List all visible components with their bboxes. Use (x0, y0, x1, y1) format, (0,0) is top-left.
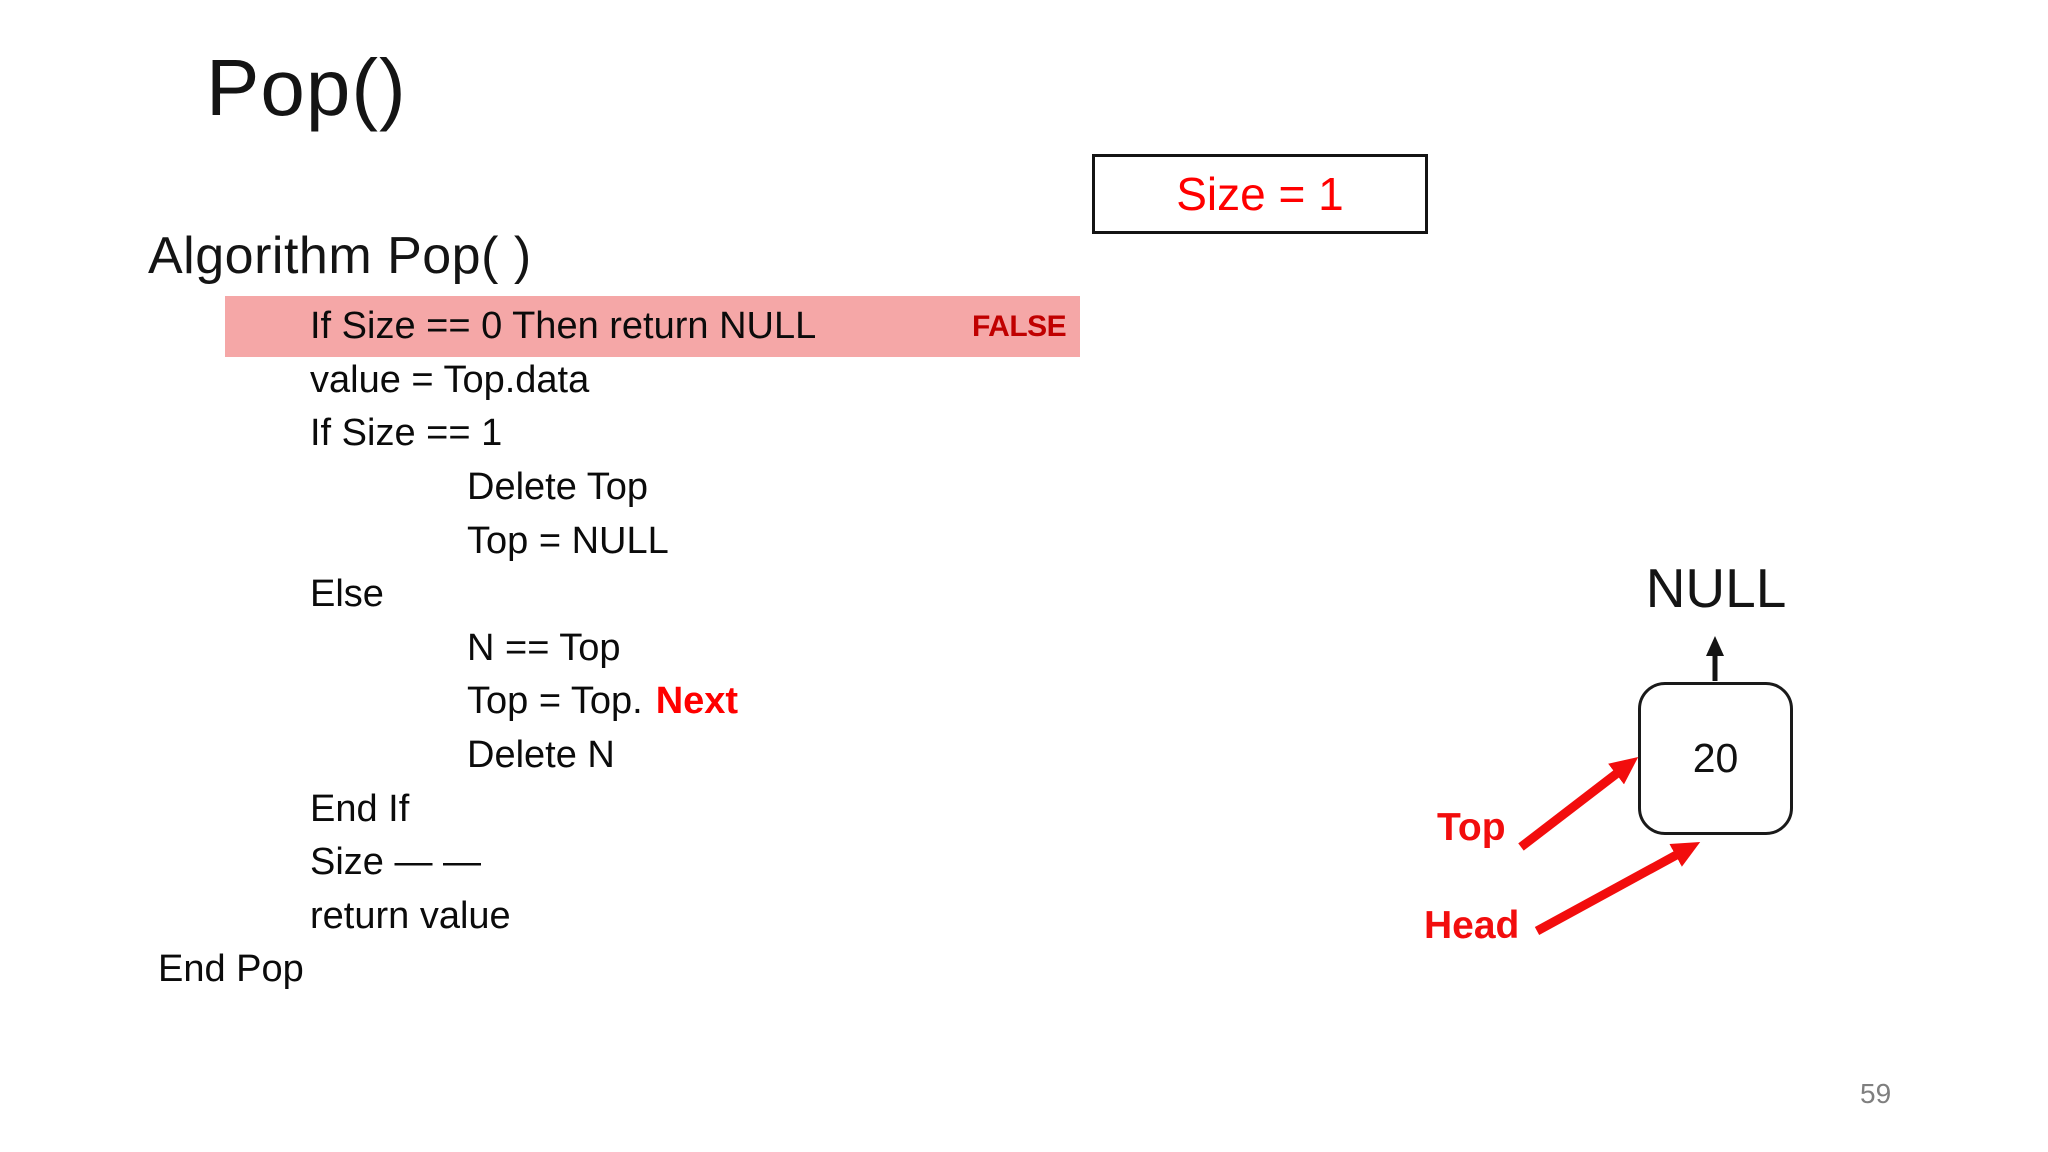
algo-line: If Size == 1 (150, 407, 1170, 461)
stack-node-value: 20 (1692, 735, 1739, 781)
algo-line: N == Top (150, 622, 1170, 676)
algo-line: value = Top.data (150, 354, 1170, 408)
page-number: 59 (1860, 1078, 1892, 1109)
algo-line: End If (150, 782, 1170, 836)
algo-line: If Size == 0 Then return NULL FALSE (150, 296, 1170, 357)
algo-line-text: value = Top.data (310, 358, 590, 401)
algorithm-heading: Algorithm Pop( ) (148, 227, 532, 285)
algo-line-text: If Size == 1 (310, 412, 503, 455)
algo-line-text: Top = NULL (467, 519, 669, 562)
algo-line-text: Top = Top. (467, 680, 643, 723)
algo-line-text: Delete N (467, 734, 615, 777)
highlight-bar (225, 296, 1080, 357)
algo-line-text: Size — — (310, 841, 482, 884)
algo-line-text: End If (310, 787, 410, 830)
algo-line: Top = NULL (150, 514, 1170, 568)
algo-line-text: N == Top (467, 626, 621, 669)
algorithm-lines: If Size == 0 Then return NULL FALSE value … (150, 296, 1170, 997)
top-pointer-label: Top (1437, 806, 1506, 849)
size-indicator-box: Size = 1 (1092, 154, 1428, 234)
algo-line-text: return value (310, 894, 511, 937)
size-indicator-label: Size = 1 (1176, 168, 1344, 220)
algo-line-text: Delete Top (467, 466, 648, 509)
algo-line-text: End Pop (158, 948, 304, 991)
null-label: NULL (1645, 557, 1787, 619)
algo-line-suffix-red: Next (655, 680, 739, 723)
head-pointer-arrow (1534, 841, 1701, 935)
algo-line-text: Else (310, 573, 384, 616)
algo-line: Delete Top (150, 461, 1170, 515)
stack-node-box: 20 (1638, 682, 1793, 835)
head-pointer-label: Head (1424, 904, 1520, 947)
algo-line: Size — — (150, 836, 1170, 890)
algo-line: Else (150, 568, 1170, 622)
algo-line: Delete N (150, 729, 1170, 783)
algo-line: End Pop (150, 943, 1170, 997)
algo-line: Top = Top. Next (150, 675, 1170, 729)
algo-line-text: If Size == 0 Then return NULL (310, 305, 817, 348)
top-pointer-arrow (1518, 756, 1639, 851)
slide-title: Pop() (206, 43, 407, 132)
algo-line: return value (150, 890, 1170, 944)
false-annotation: FALSE (972, 309, 1067, 343)
